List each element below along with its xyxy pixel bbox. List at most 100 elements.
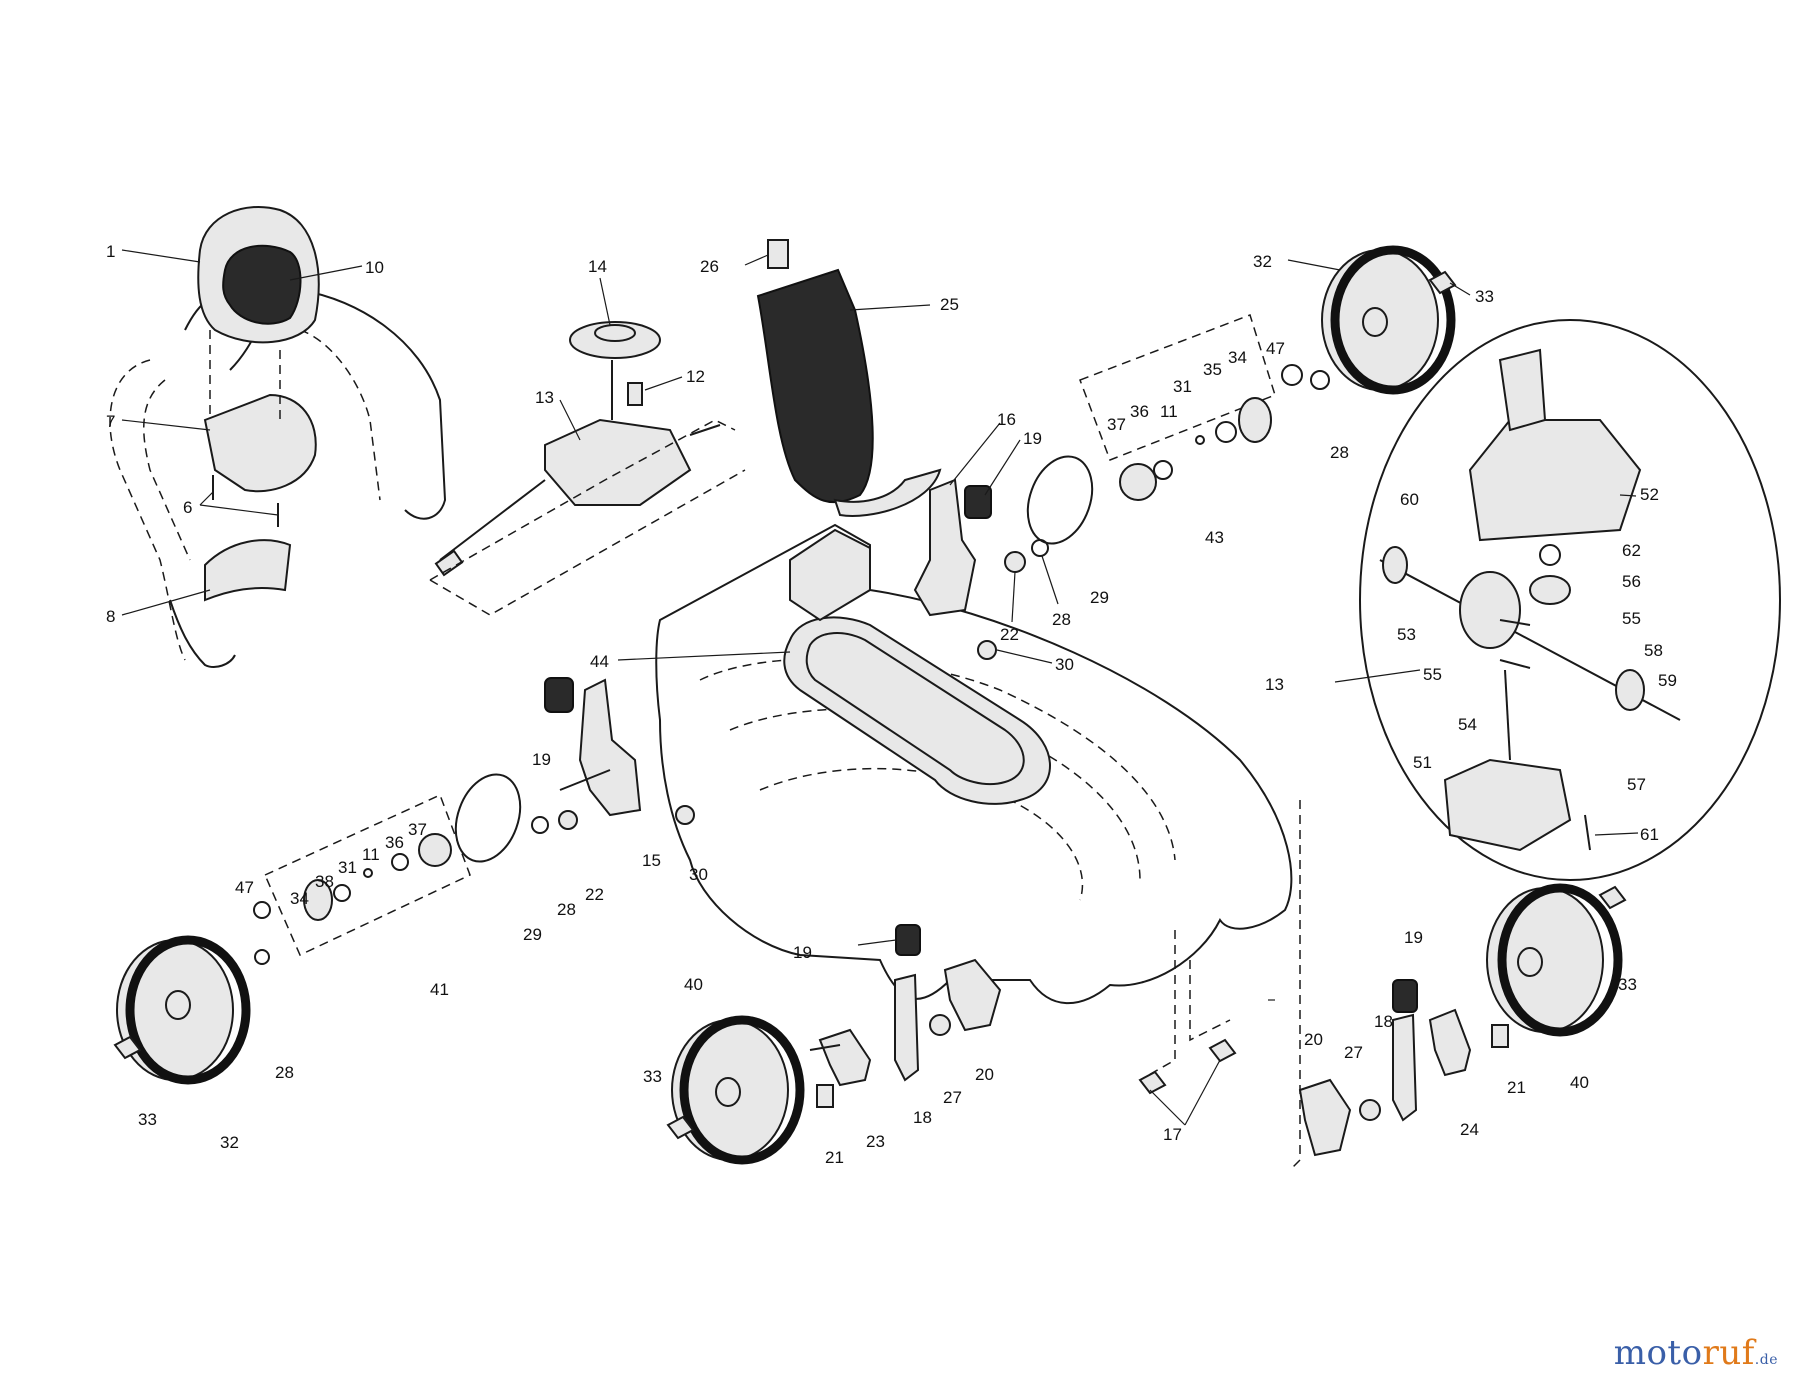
key-55-b [1499,659,1531,669]
callout: 19 [793,943,812,962]
drive-belt-inner [805,632,1025,786]
callout: 7 [106,412,115,431]
deck-contour-1 [699,657,1176,861]
callout: 8 [106,607,115,626]
kit-41-outline [264,793,471,957]
nut-30-left [675,805,695,825]
upper-housing-52 [1468,419,1642,542]
callout: 28 [557,900,576,919]
wheel-40-left-tread [679,1015,805,1165]
handle-bar-lower [169,599,236,668]
callout: 22 [1000,625,1019,644]
callout: 33 [138,1110,157,1129]
callout: 33 [643,1067,662,1086]
callout: 34 [290,889,309,908]
lever-knob-19-right [1392,979,1418,1013]
callout: 60 [1400,490,1419,509]
washer-36-left [391,853,409,871]
front-right-wheel-group [1298,883,1627,1157]
callout: 19 [1023,429,1042,448]
adjuster-plate-20-right [1298,1078,1352,1157]
callout: 11 [1160,402,1178,421]
hubcap-29-left [454,773,522,863]
bolt-21-left [816,1084,834,1108]
deck-contour-3 [759,767,1084,901]
pin-31-left [363,868,373,878]
callout: 58 [1644,641,1663,660]
nut-33-left [113,1035,142,1060]
bearing-kit-right [1079,314,1330,501]
watermark-part: moto [1613,1333,1703,1373]
gearbox-housing [544,418,692,506]
callout: 13 [535,388,554,407]
nut-30 [977,640,997,660]
callout: 27 [943,1088,962,1107]
bracket-pin-23 [809,1044,841,1051]
bearing-kit-left [253,773,578,965]
wheel-40-right-hub [1517,947,1543,977]
lower-cover [204,539,292,602]
callout: 17 [1163,1125,1182,1144]
axle-shaft-right [689,424,721,436]
callout: 20 [975,1065,994,1084]
lever-knob-19-front [895,924,921,956]
watermark-part: ruf [1702,1333,1755,1373]
callout: 18 [913,1108,932,1127]
hubcap-29 [1026,455,1094,545]
callout: 28 [1330,443,1349,462]
callout: 33 [1475,287,1494,306]
callout: 19 [532,750,551,769]
callout-labels: 1 10 7 6 8 14 12 13 26 25 16 19 22 28 29… [106,242,1677,1167]
callout: 40 [1570,1073,1589,1092]
adjuster-arm-18-right [1392,1013,1418,1122]
callout: 13 [1265,675,1284,694]
adjuster-bracket-15 [578,678,642,817]
callout: 12 [686,367,705,386]
callout: 26 [700,257,719,276]
nut-33-right [1428,270,1457,295]
callout: 16 [997,410,1016,429]
nut-33-front-left [666,1115,695,1140]
washer-47 [1281,364,1303,386]
leader-lines [121,249,1639,1126]
handle-outline-dashed-inner [143,379,191,561]
callout: 1 [106,242,115,261]
callout: 31 [338,858,357,877]
washer-38 [333,884,351,902]
callout: 52 [1640,485,1659,504]
callout: 41 [430,980,449,999]
callout: 14 [588,257,607,276]
wheel-32-right-hub [1362,307,1388,337]
washer-22 [1004,551,1026,573]
axle-outline-dashed [429,419,736,581]
wheel-32-left-hub [165,990,191,1020]
bushing-27-left [929,1014,951,1036]
handle-outline-dashed [109,359,186,661]
callout: 31 [1173,377,1192,396]
nut-17-a [1138,1070,1167,1095]
callout: 51 [1413,753,1432,772]
washer-36 [1153,460,1173,480]
callout: 37 [1107,415,1126,434]
axle-bracket-23 [818,1028,872,1087]
bearing-37 [1119,463,1157,501]
rear-deflector [756,239,942,517]
callout: 47 [1266,339,1285,358]
washer-22-left [558,810,578,830]
worm-shaft-54 [1504,669,1511,761]
wheel-40-left-face [671,1019,789,1161]
pulley-bolt [627,382,643,406]
key-55-a [1499,619,1531,626]
handle-assembly [109,205,447,668]
deck-rear-bracket [789,528,871,622]
handle-outline-dashed-right [299,329,381,501]
wheel-40-left-hub [715,1077,741,1107]
seal-62 [1539,544,1561,566]
callout: 25 [940,295,959,314]
callout: 20 [1304,1030,1323,1049]
callout: 32 [1253,252,1272,271]
callout: 29 [523,925,542,944]
gear-34-left [303,879,333,921]
